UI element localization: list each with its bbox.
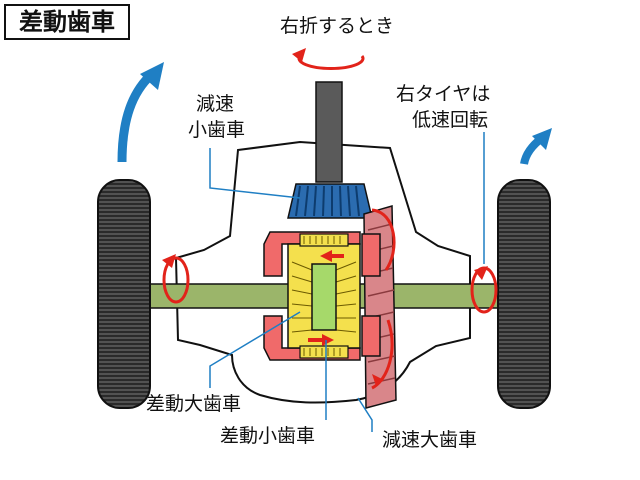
- label-right-tire-line1: 右タイヤは: [396, 83, 491, 105]
- left-tire: [97, 179, 151, 409]
- connector-lines: [209, 132, 485, 432]
- right-direction-arrow-icon: [520, 128, 552, 165]
- reduction-pinion-gear: [287, 183, 373, 219]
- page-title: 差動歯車: [4, 4, 130, 40]
- label-reduction-pinion-line2: 小歯車: [188, 119, 246, 141]
- label-turn-right: 右折するとき: [280, 15, 395, 37]
- label-reduction-pinion-line1: 減速: [196, 93, 235, 115]
- right-axle-arrowhead: [474, 266, 488, 280]
- shaft-rotation-icon: [297, 55, 365, 70]
- right-tire: [497, 179, 551, 409]
- left-direction-arrow-icon: [117, 62, 164, 163]
- label-diff-pinion-gear: 差動小歯車: [220, 425, 316, 447]
- ring-gear-arrowhead: [372, 374, 384, 386]
- inner-arrows: [308, 250, 344, 346]
- left-axle-rotation-icon: [162, 256, 190, 304]
- shaft-rotation-arrowhead: [292, 48, 306, 62]
- label-diff-side-gear: 差動大歯車: [146, 393, 242, 415]
- left-axle-arrowhead: [162, 254, 176, 268]
- axle-left: [149, 283, 301, 309]
- drive-shaft: [315, 81, 343, 183]
- differential-gear-block: [287, 233, 361, 359]
- label-reduction-ring-gear: 減速大歯車: [382, 429, 478, 451]
- label-right-tire-line2: 低速回転: [412, 109, 489, 131]
